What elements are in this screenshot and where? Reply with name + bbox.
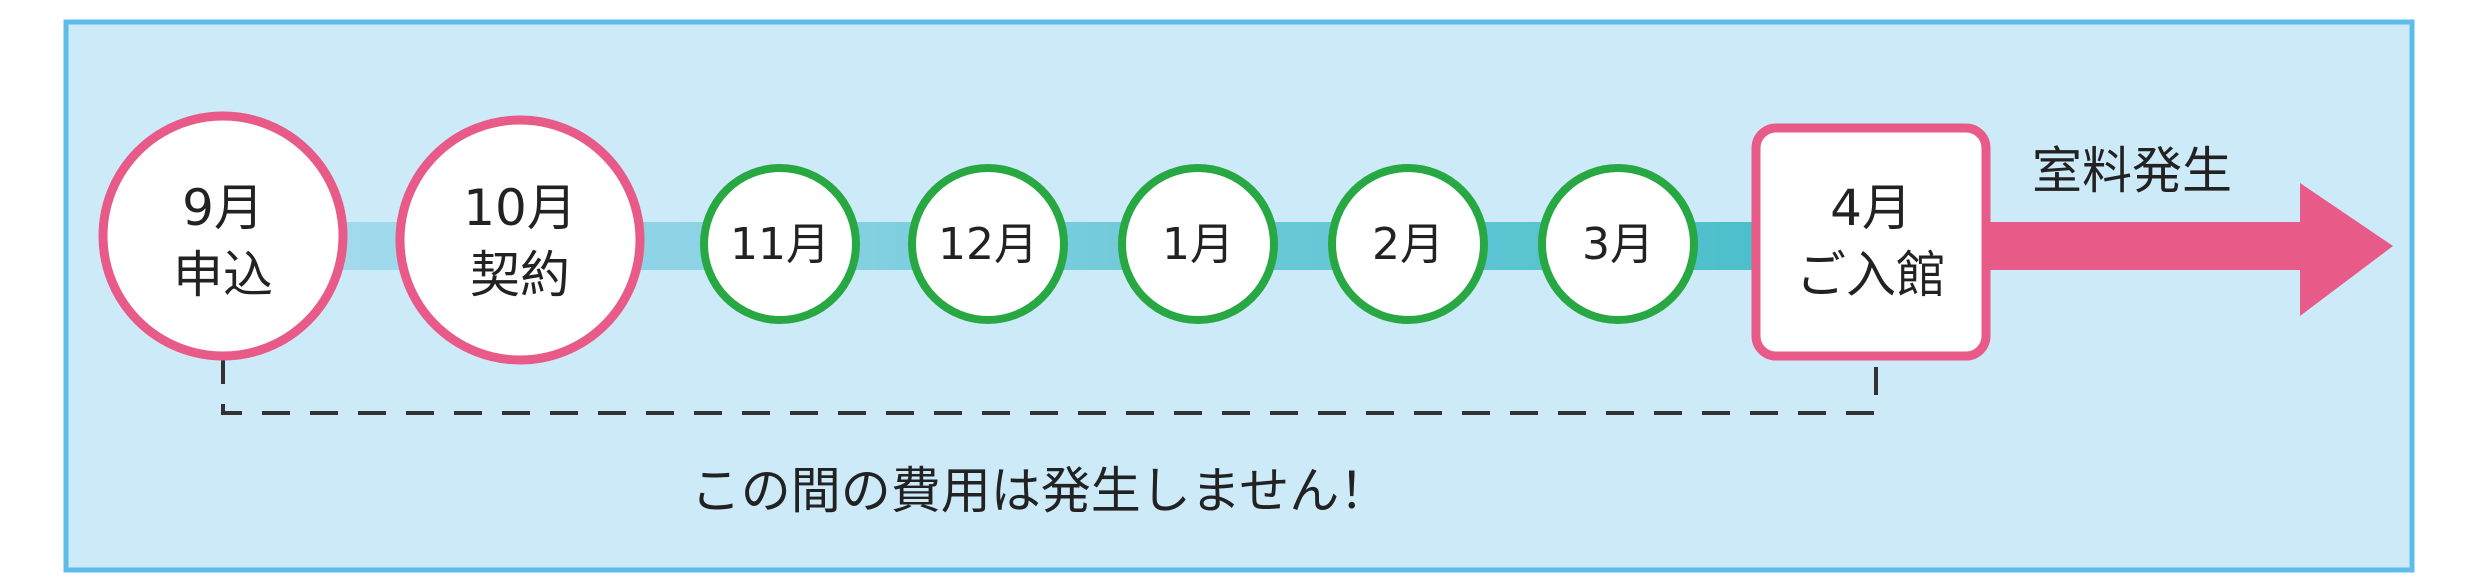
node-oct-month: 10月 [463,179,577,237]
node-jan-circle [1118,164,1278,324]
node-mar-circle [1538,164,1698,324]
node-apr-box [1751,123,1991,361]
cost-arrow [1990,183,2393,316]
node-oct-event: 契約 [470,246,570,304]
node-mar-month: 3月 [1582,219,1654,270]
node-mar: 3月 [1538,164,1698,324]
node-dec-month: 12月 [938,219,1038,270]
node-sep-month: 9月 [182,179,264,237]
node-feb: 2月 [1328,164,1488,324]
dashed-bracket [221,356,1878,415]
note-text: この間の費用は発生しません！ [691,462,1390,520]
node-feb-month: 2月 [1372,219,1444,270]
cost-arrow-head [2300,183,2393,316]
node-jan-month: 1月 [1162,219,1234,270]
node-dec-circle [908,164,1068,324]
node-jan: 1月 [1118,164,1278,324]
node-apr-event: ご入館 [1796,246,1946,304]
node-nov: 11月 [700,164,860,324]
node-dec: 12月 [908,164,1068,324]
node-feb-circle [1328,164,1488,324]
node-sep-event: 申込 [173,246,273,304]
arrow-label: 室料発生 [2032,142,2232,200]
node-nov-circle [700,164,860,324]
cost-arrow-shaft [1990,222,2310,270]
node-sep-circle [98,111,348,361]
node-sep: 9月 申込 [98,111,348,361]
node-oct: 10月 契約 [395,115,645,365]
node-apr-month: 4月 [1830,179,1912,237]
node-nov-month: 11月 [730,219,830,270]
node-oct-circle [395,115,645,365]
node-apr: 4月 ご入館 [1751,123,1991,361]
